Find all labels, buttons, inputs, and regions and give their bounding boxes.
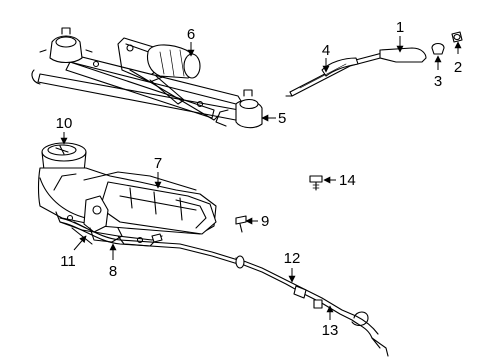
callout-12: 12 (284, 250, 301, 267)
callout-1: 1 (396, 19, 404, 36)
washer-reservoir (37, 142, 239, 265)
callout-8: 8 (109, 263, 117, 280)
arm-nut-cap (431, 42, 445, 55)
wiper-arm (285, 47, 427, 97)
screw-9 (235, 215, 247, 233)
wiper-linkage (31, 27, 263, 129)
callout-2: 2 (454, 59, 462, 76)
callout-3: 3 (434, 73, 442, 90)
leader-lines (60, 36, 462, 320)
arm-nut (451, 31, 463, 43)
callout-4: 4 (322, 42, 330, 59)
callout-7: 7 (154, 155, 162, 172)
callout-6: 6 (187, 26, 195, 43)
callout-5: 5 (278, 110, 286, 127)
callout-13: 13 (322, 322, 339, 339)
callout-11: 11 (60, 253, 76, 270)
callout-labels: 1 2 3 4 5 6 7 8 9 10 11 12 13 14 (56, 19, 463, 339)
washer-hose (235, 255, 389, 357)
callout-10: 10 (56, 115, 73, 132)
bolt-14 (309, 175, 323, 191)
callout-14: 14 (339, 172, 356, 189)
callout-9: 9 (261, 213, 269, 230)
